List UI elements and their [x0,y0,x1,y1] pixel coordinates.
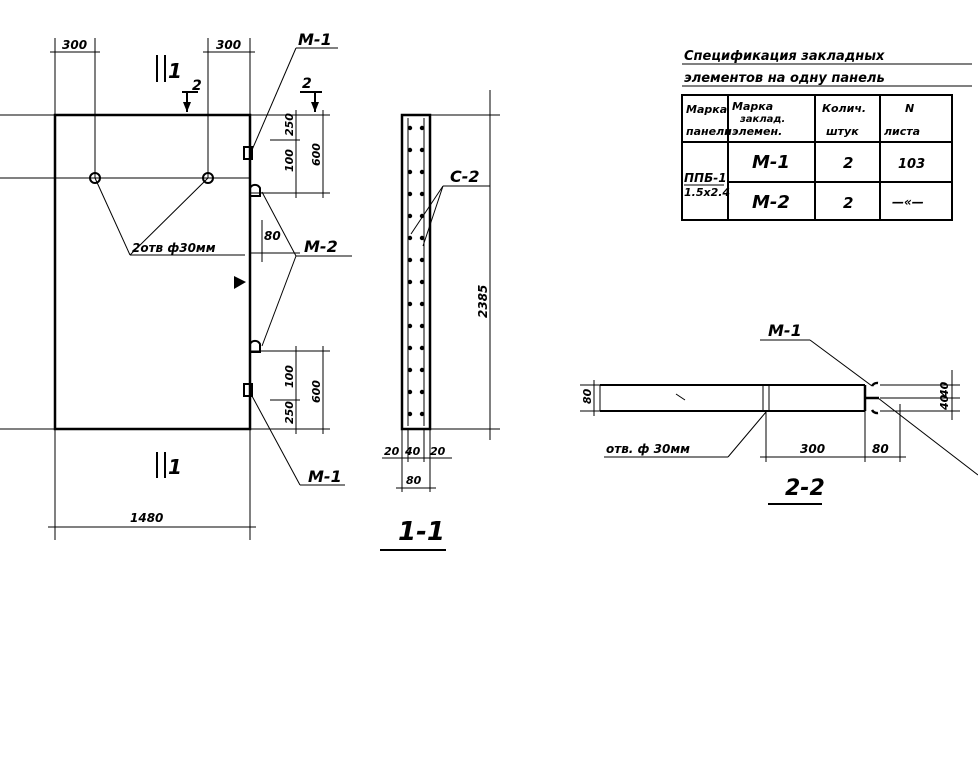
callout-holes: 2отв ф30мм [132,241,216,255]
hole-label: отв. ф 30мм [606,442,690,456]
loop-m2-bottom [249,339,261,353]
center-mark [234,276,246,289]
panel-size: 1.5х2.4 [684,186,730,199]
dim-right-top-b: 100 [283,149,296,172]
panel-mark: ППБ-1 [684,171,727,185]
row2-sheet: —«— [892,195,924,209]
dim-left-thickness: 80 [581,388,594,404]
svg-text:Марка: Марка [732,100,773,113]
dim-top-right: 300 [216,38,241,52]
section-1-1: С-2 2385 20 40 20 80 1-1 [380,90,500,551]
row1-qty: 2 [843,154,853,172]
row2-qty: 2 [843,194,853,212]
svg-text:Колич.: Колич. [822,102,866,115]
section-2-2: М-1 80 отв. ф 30мм 300 80 40 40 2-2 [580,321,978,505]
front-view: 300 300 1 1 2 2 2отв ф30мм М-1 [0,30,352,540]
hole-left [89,172,101,184]
svg-text:штук: штук [826,125,859,138]
dim-offset: 300 [800,442,825,456]
section-2-2-title: 2-2 [785,476,825,501]
dim-right-a: 40 [938,381,951,398]
rebar-dots [407,125,425,417]
dim-bottom-right: 20 [430,445,446,458]
dim-height: 2385 [476,285,490,318]
dim-bottom-mid: 40 [404,445,421,458]
dim-bottom-left: 20 [384,445,400,458]
hole-right [202,172,214,184]
section-1-1-title: 1-1 [398,517,445,547]
callout-m2: М-2 [304,237,338,256]
row1-sheet: 103 [898,157,925,172]
dim-right-bot-a: 100 [283,365,296,388]
embedded-profile [863,381,879,415]
section-mark-top: 1 [168,59,182,83]
dim-right-b: 40 [938,394,951,411]
dim-right-bot-c: 600 [310,380,323,403]
row1-element: М-1 [752,152,790,173]
spec-table: Спецификация закладных элементов на одну… [681,49,972,221]
svg-text:заклад.: заклад. [739,114,785,125]
spec-title-line1: Спецификация закладных [684,49,885,64]
dim-right-top-c: 600 [310,143,323,166]
callout-c2: С-2 [450,167,480,186]
dim-bottom-total: 80 [406,474,422,487]
dim-bottom-width: 1480 [130,511,163,525]
dim-right-mid: 80 [264,229,281,243]
section-mark-bottom: 1 [168,455,182,479]
svg-text:2: 2 [302,76,312,92]
row2-element: М-2 [752,192,790,213]
dim-top-left: 300 [62,38,87,52]
callout-m1-section2: М-1 [768,321,802,340]
svg-text:N: N [905,102,914,115]
embedded-m1-top [243,146,253,160]
svg-text:панели: панели [686,125,732,138]
svg-text:элемен.: элемен. [732,125,782,138]
svg-text:листа: листа [884,125,920,138]
callout-m1-top: М-1 [298,30,332,49]
svg-text:Марка: Марка [686,103,727,116]
svg-text:2: 2 [192,78,202,94]
panel-outline [53,113,252,431]
callout-m1-bottom: М-1 [308,467,342,486]
dim-right-top-a: 250 [283,113,296,136]
loop-m2-top [249,183,261,197]
embedded-m1-bottom [243,383,253,397]
spec-title-line2: элементов на одну панель [684,71,885,86]
dim-edge: 80 [872,442,889,456]
dim-right-bot-b: 250 [283,401,296,424]
section-1-1-outline [400,113,432,431]
